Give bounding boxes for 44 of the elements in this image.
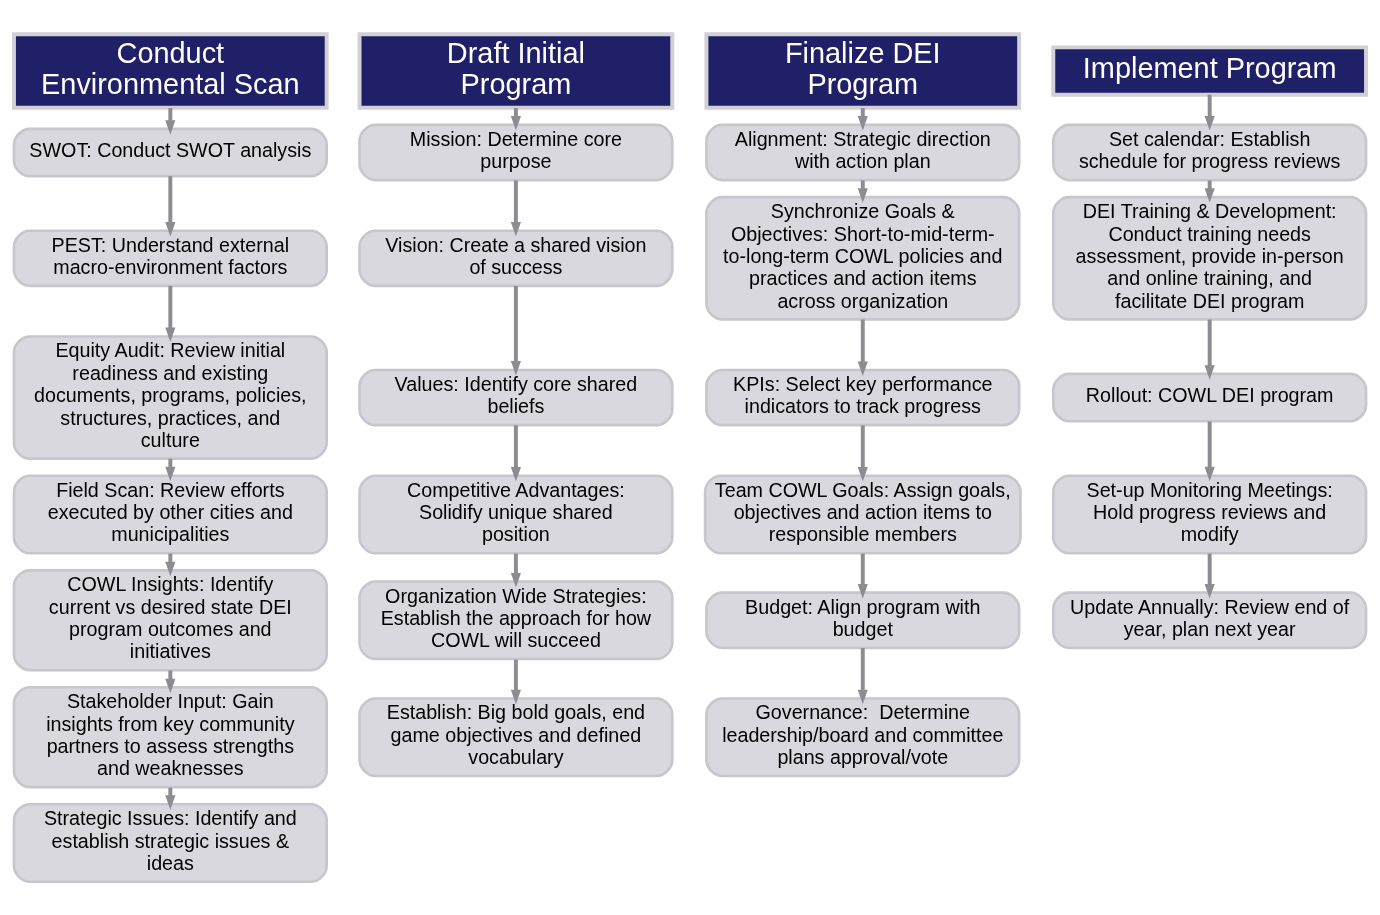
arrow <box>857 553 868 598</box>
arrow <box>510 179 521 236</box>
arrow <box>165 669 176 693</box>
node-box: Governance: Determine leadership/board and committee plans approval/vote <box>705 696 1021 777</box>
node-box: Field Scan: Review efforts executed by other cities and municipalities <box>12 473 328 555</box>
node-box: Team COWL Goals: Assign goals, objectives and action items to responsible members <box>703 473 1022 555</box>
arrow <box>857 319 868 376</box>
arrow <box>1204 319 1215 380</box>
arrow <box>165 285 176 342</box>
arrow <box>857 647 868 704</box>
node-box: Update Annually: Review end of year, plan next year <box>1052 590 1368 649</box>
node-box: KPIs: Select key performance indicators to track progress <box>705 368 1021 426</box>
node-box: Synchronize Goals & Objectives: Short-to-mid-term-to-long-term COWL policies and practices and action items across organization <box>705 195 1021 321</box>
node-box: Finalize DEI Program <box>704 31 1022 110</box>
node-box: Organization Wide Strategies: Establish the approach for how COWL will succeed <box>358 579 674 660</box>
arrow <box>857 424 868 481</box>
node-box: SWOT: Conduct SWOT analysis <box>12 127 328 177</box>
node-box: Mission: Determine core purpose <box>358 123 674 181</box>
node-box: Set-up Monitoring Meetings: Hold progress reviews and modify <box>1052 473 1368 555</box>
node-box: COWL Insights: Identify current vs desired state DEI program outcomes and initiatives <box>12 568 328 671</box>
node-box: PEST: Understand external macro-environment factors <box>12 228 328 287</box>
node-box: Values: Identify core shared beliefs <box>358 368 674 426</box>
node-box: Equity Audit: Review initial readiness and existing documents, programs, policies, structures, practices, and culture <box>12 334 328 460</box>
arrow <box>510 659 521 704</box>
node-box: Alignment: Strategic direction with action plan <box>705 123 1021 181</box>
node-box: Rollout: COWL DEI program <box>1052 372 1368 423</box>
node-box: Draft Initial Program <box>357 31 675 110</box>
node-box: Set calendar: Establish schedule for progress reviews <box>1052 123 1368 181</box>
arrow <box>510 553 521 587</box>
node-box: Strategic Issues: Identify and establish strategic issues & ideas <box>12 802 328 883</box>
node-box: DEI Training & Development: Conduct training needs assessment, provide in-person and online training, and facilitate DEI program <box>1052 195 1368 321</box>
arrow <box>1204 420 1215 481</box>
node-box: Establish: Big bold goals, end game objectives and defined vocabulary <box>358 696 674 777</box>
node-box: Vision: Create a shared vision of success <box>358 228 674 287</box>
arrow <box>165 175 176 237</box>
arrow <box>1204 94 1215 131</box>
node-box: Budget: Align program with budget <box>705 590 1021 649</box>
arrow <box>510 424 521 481</box>
node-box: Competitive Advantages: Solidify unique shared position <box>358 473 674 555</box>
arrow <box>1204 553 1215 598</box>
arrow <box>510 285 521 375</box>
node-box: Implement Program <box>1051 44 1368 97</box>
node-box: Stakeholder Input: Gain insights from key community partners to assess strengths and weaknesses <box>12 685 328 788</box>
node-box: Conduct Environmental Scan <box>12 31 329 110</box>
